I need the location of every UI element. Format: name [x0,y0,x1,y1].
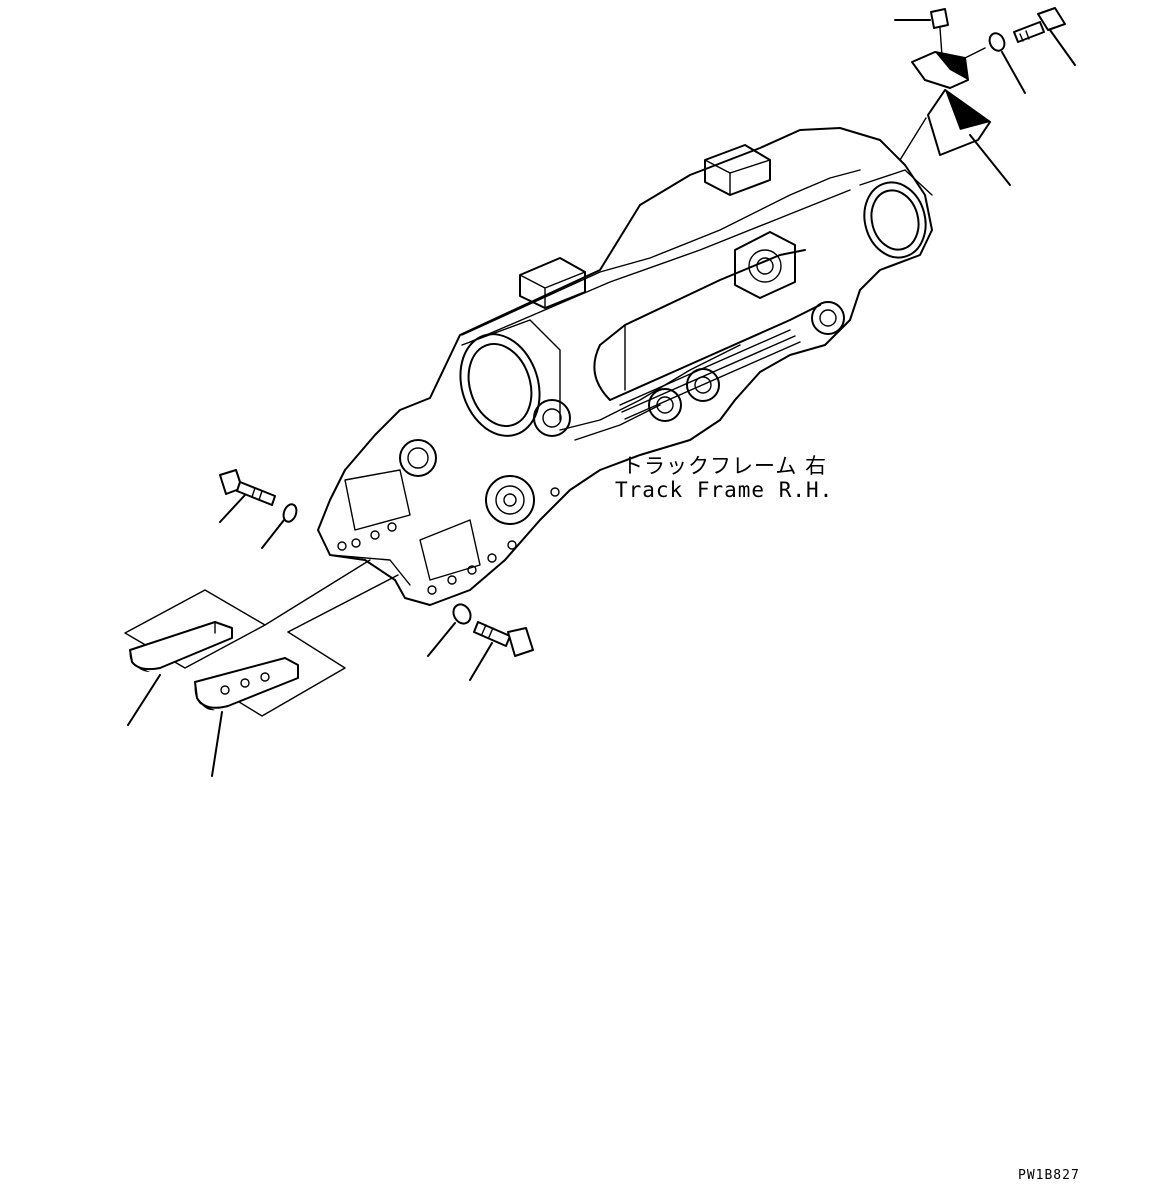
left-bolt-washer [219,469,298,549]
drawing-code: PW1B827 [1018,1168,1080,1183]
front-guard-plates [124,559,399,777]
track-frame-body [317,127,933,606]
track-frame-label-en: Track Frame R.H. [615,478,834,502]
bolt-holes [337,487,560,595]
track-frame-label-jp: トラックフレーム 右 [622,454,828,478]
center-bolt-washer [427,603,534,681]
rear-guard-assembly [894,7,1076,186]
